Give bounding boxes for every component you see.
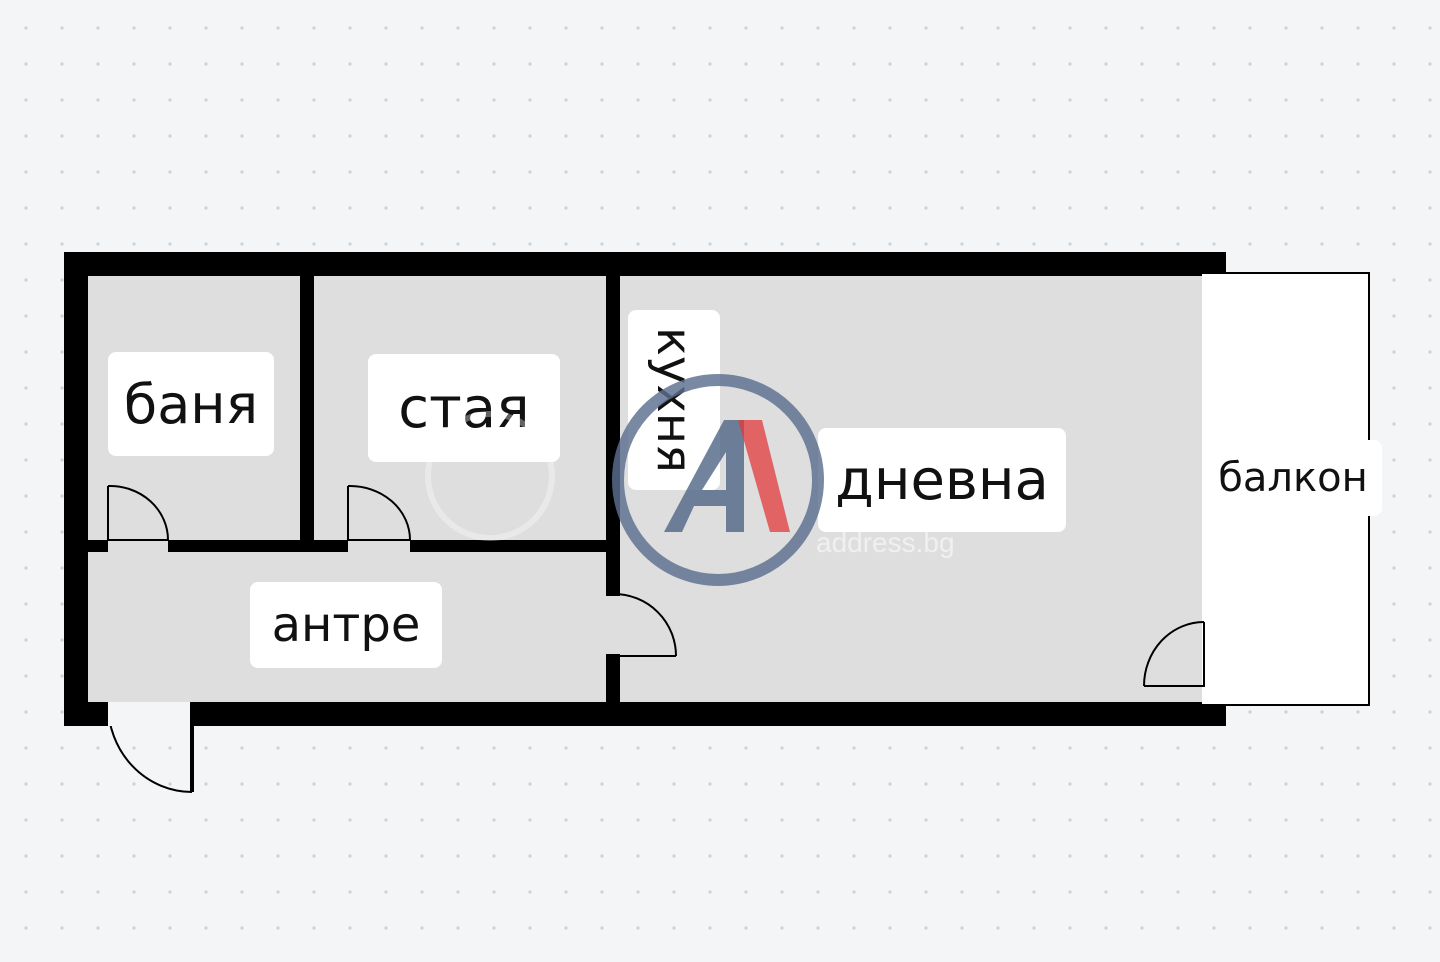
living-room-label: дневна xyxy=(818,428,1066,532)
wall-hall-mid xyxy=(168,540,348,552)
bathroom-label: баня xyxy=(108,352,274,456)
bedroom-label: стая xyxy=(368,354,560,462)
entrance-opening xyxy=(108,702,190,726)
living-room-door xyxy=(612,592,678,658)
bedroom-door-gap xyxy=(348,538,410,554)
bedroom-door xyxy=(346,484,412,544)
bathroom-door-gap xyxy=(108,538,168,554)
kitchen-label-text: кухня xyxy=(646,326,702,474)
hallway-label: антре xyxy=(250,582,442,668)
balcony-door xyxy=(1142,620,1206,688)
living-door-opening xyxy=(606,596,620,654)
bathroom-door xyxy=(106,484,170,544)
wall-bath-bedroom xyxy=(300,276,314,540)
wall-hall-right xyxy=(410,540,606,552)
wall-hall-left xyxy=(88,540,108,552)
kitchen-label: кухня xyxy=(628,310,720,490)
balcony-label: балкон xyxy=(1204,440,1382,516)
